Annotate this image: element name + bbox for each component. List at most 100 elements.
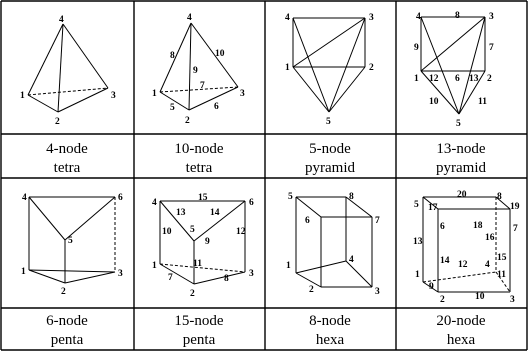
node-label: 5 (414, 200, 419, 210)
node-label: 15 (497, 253, 507, 263)
node-label: 4 (416, 12, 421, 22)
node-label: 6 (249, 198, 254, 208)
node-label: 14 (440, 256, 450, 266)
node-label: 12 (236, 227, 246, 237)
caption-pyramid13-line1: 13-node (436, 141, 485, 157)
node-label: 8 (224, 274, 229, 284)
caption-tetra4-line1: 4-node (46, 141, 88, 157)
node-label: 8 (455, 11, 460, 21)
node-label: 10 (429, 97, 439, 107)
caption-hexa20-line2: hexa (447, 332, 476, 348)
node-label: 1 (415, 270, 420, 280)
node-label: 1 (285, 63, 290, 73)
node-label: 5 (326, 117, 331, 127)
node-label: 13 (413, 237, 423, 247)
node-label: 2 (369, 63, 374, 73)
caption-hexa20-line1: 20-node (436, 313, 485, 329)
figure-hexa20: 20 5 17 8 19 6 18 13 16 7 14 12 4 15 1 1… (413, 190, 520, 305)
node-label: 7 (168, 273, 173, 283)
figure-hexa8: 5 8 6 7 4 1 2 3 (286, 192, 380, 297)
node-label: 2 (487, 74, 492, 84)
node-label: 3 (240, 89, 245, 99)
node-label: 16 (485, 233, 495, 243)
node-label: 5 (456, 119, 461, 129)
node-label: 3 (118, 269, 123, 279)
figure-tetra10: 4 8 10 9 7 1 5 2 6 3 (152, 13, 245, 126)
node-label: 1 (152, 261, 157, 271)
node-label: 2 (55, 117, 60, 127)
node-label: 6 (455, 74, 460, 84)
node-label: 5 (190, 225, 195, 235)
node-label: 13 (176, 208, 186, 218)
node-label: 3 (249, 269, 254, 279)
node-label: 9 (205, 237, 210, 247)
node-label: 3 (375, 287, 380, 297)
node-label: 5 (170, 103, 175, 113)
node-label: 11 (497, 270, 506, 280)
node-label: 6 (440, 222, 445, 232)
node-label: 19 (510, 202, 520, 212)
caption-pyramid5-line1: 5-node (309, 141, 351, 157)
figure-pyramid13: 4 8 3 9 7 1 12 6 13 2 10 11 5 (414, 11, 494, 129)
node-label: 9 (414, 43, 419, 53)
node-label: 4 (187, 13, 192, 23)
node-label: 8 (170, 51, 175, 61)
caption-penta6-line1: 6-node (46, 313, 88, 329)
node-label: 6 (214, 102, 219, 112)
figure-tetra4: 4 1 2 3 (20, 15, 116, 127)
caption-tetra4-line2: tetra (54, 160, 81, 176)
caption-tetra10-line1: 10-node (174, 141, 223, 157)
node-label: 9 (429, 282, 434, 292)
node-label: 4 (285, 13, 290, 23)
node-label: 3 (369, 13, 374, 23)
node-label: 2 (185, 116, 190, 126)
node-label: 7 (375, 216, 380, 226)
node-label: 5 (68, 236, 73, 246)
node-label: 1 (21, 267, 26, 277)
caption-pyramid13-line2: pyramid (436, 160, 486, 176)
node-label: 7 (200, 81, 205, 91)
node-label: 18 (473, 221, 483, 231)
node-label: 1 (286, 261, 291, 271)
node-label: 1 (20, 91, 25, 101)
node-label: 3 (111, 91, 116, 101)
node-label: 9 (193, 66, 198, 76)
node-label: 2 (440, 295, 445, 305)
caption-hexa8-line1: 8-node (309, 313, 351, 329)
node-label: 4 (152, 198, 157, 208)
node-label: 4 (485, 260, 490, 270)
node-label: 2 (309, 285, 314, 295)
node-label: 4 (349, 255, 354, 265)
caption-pyramid5-line2: pyramid (305, 160, 355, 176)
caption-hexa8-line2: hexa (316, 332, 345, 348)
figure-penta6: 4 6 5 1 3 2 (21, 193, 123, 297)
node-label: 3 (489, 12, 494, 22)
caption-penta15-line1: 15-node (174, 313, 223, 329)
node-label: 14 (210, 208, 220, 218)
node-label: 7 (489, 43, 494, 53)
node-label: 1 (414, 74, 419, 84)
node-label: 10 (162, 227, 172, 237)
node-label: 5 (288, 192, 293, 202)
node-label: 20 (457, 190, 467, 200)
node-label: 2 (61, 287, 66, 297)
caption-penta6-line2: penta (51, 332, 84, 348)
caption-penta15-line2: penta (183, 332, 216, 348)
node-label: 11 (193, 259, 202, 269)
node-label: 7 (513, 224, 518, 234)
node-label: 6 (305, 216, 310, 226)
node-label: 10 (215, 49, 225, 59)
caption-tetra10-line2: tetra (186, 160, 213, 176)
node-label: 2 (190, 289, 195, 299)
figure-penta15: 4 15 6 13 14 10 5 12 9 1 3 7 11 8 2 (152, 193, 254, 299)
node-label: 3 (510, 295, 515, 305)
node-label: 4 (59, 15, 64, 25)
node-label: 8 (497, 192, 502, 202)
node-label: 12 (458, 260, 468, 270)
node-label: 12 (429, 74, 439, 84)
node-label: 15 (198, 193, 208, 203)
node-label: 6 (118, 193, 123, 203)
node-label: 11 (478, 97, 487, 107)
